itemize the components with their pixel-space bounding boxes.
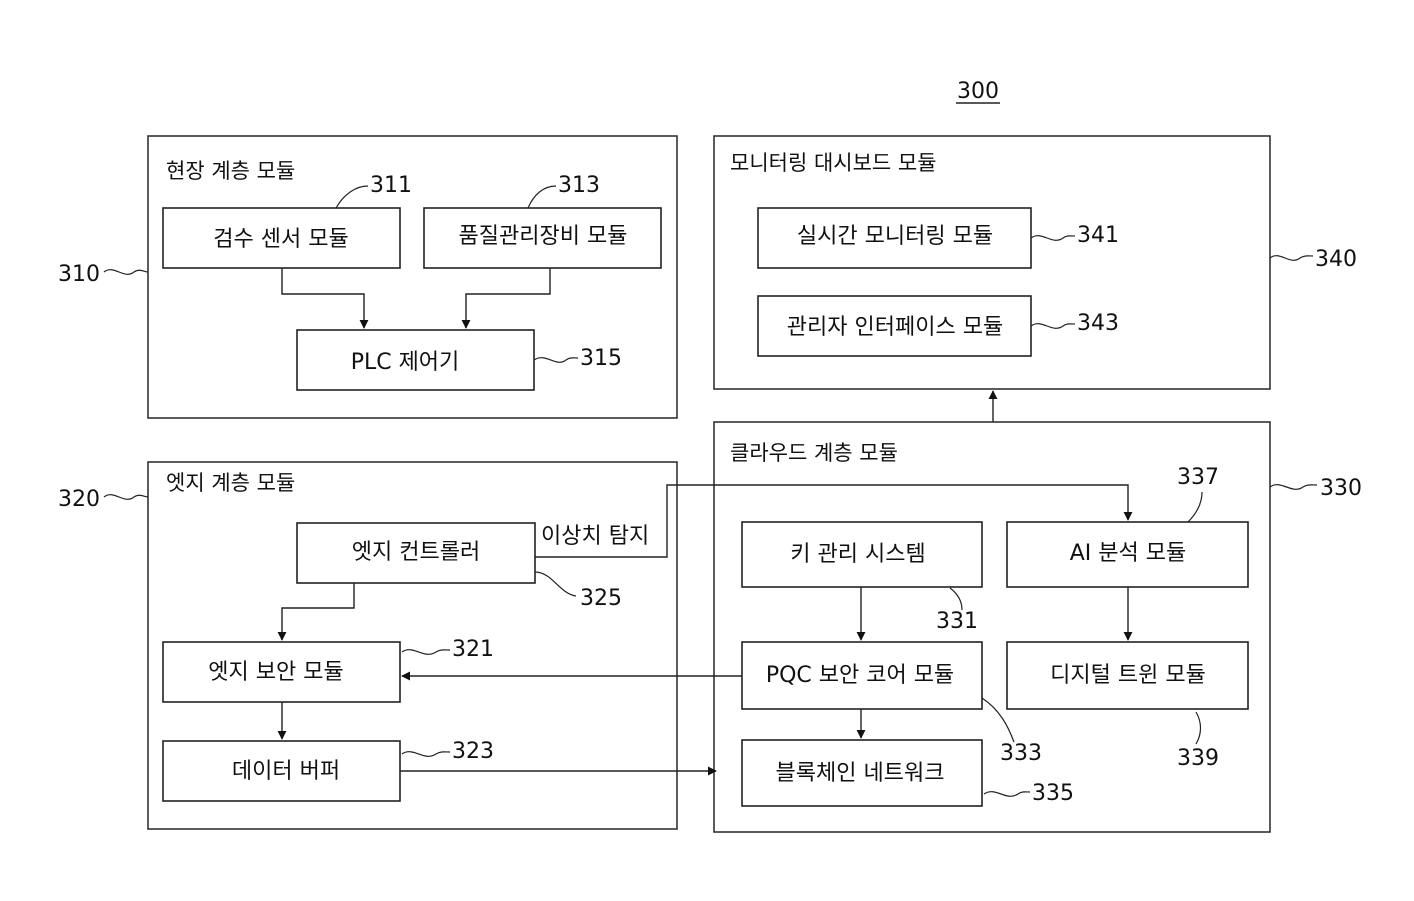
plc-controller-label: PLC 제어기	[351, 350, 460, 375]
ai-analysis-leader	[1188, 492, 1202, 522]
pqc-core-label: PQC 보안 코어 모듈	[766, 663, 954, 688]
realtime-monitoring-leader	[1031, 236, 1075, 241]
ai-analysis-ref: 337	[1177, 465, 1219, 490]
quality-equipment-leader	[528, 186, 556, 208]
dashboard-leader	[1270, 256, 1313, 261]
plc-controller-ref: 315	[580, 346, 622, 371]
digital-twin-label: 디지털 트윈 모듈	[1050, 663, 1206, 688]
cloud-layer-title: 클라우드 계층 모듈	[730, 441, 898, 465]
cloud-layer-leader	[1270, 485, 1317, 490]
pqc-core-ref: 333	[1000, 741, 1042, 766]
dashboard-ref: 340	[1315, 247, 1357, 272]
edge-layer-ref: 320	[58, 487, 100, 512]
field-layer-leader	[104, 270, 148, 275]
equipment-to-plc-arrow	[466, 268, 550, 328]
data-buffer-label: 데이터 버퍼	[232, 759, 340, 784]
edge-security-ref: 321	[452, 637, 494, 662]
admin-interface-ref: 343	[1077, 311, 1119, 336]
cloud-layer-module: 클라우드 계층 모듈 330 키 관리 시스템 331 AI 분석 모듈 337…	[714, 422, 1362, 832]
sensor-to-plc-arrow	[282, 268, 364, 328]
key-management-label: 키 관리 시스템	[790, 542, 925, 567]
edge-layer-title: 엣지 계층 모듈	[166, 471, 295, 495]
key-management-ref: 331	[936, 609, 978, 634]
admin-interface-leader	[1031, 324, 1075, 329]
key-management-leader	[950, 588, 962, 610]
digital-twin-ref: 339	[1177, 746, 1219, 771]
data-buffer-ref: 323	[452, 739, 494, 764]
digital-twin-leader	[1196, 712, 1201, 744]
anomaly-detection-label: 이상치 탐지	[541, 524, 649, 549]
blockchain-label: 블록체인 네트워크	[776, 761, 945, 786]
quality-equipment-label: 품질관리장비 모듈	[459, 224, 628, 249]
inspection-sensor-ref: 311	[370, 173, 412, 198]
field-layer-title: 현장 계층 모듈	[166, 159, 295, 183]
cloud-layer-ref: 330	[1320, 476, 1362, 501]
dashboard-title: 모니터링 대시보드 모듈	[730, 151, 937, 175]
controller-to-security-arrow	[282, 583, 354, 640]
inspection-sensor-label: 검수 센서 모듈	[213, 227, 348, 252]
edge-layer-leader	[104, 495, 148, 500]
figure-number: 300	[957, 79, 999, 104]
edge-controller-label: 엣지 컨트롤러	[352, 540, 480, 565]
admin-interface-label: 관리자 인터페이스 모듈	[787, 315, 1003, 340]
realtime-monitoring-label: 실시간 모니터링 모듈	[797, 224, 993, 249]
edge-controller-leader	[535, 572, 576, 596]
field-layer-ref: 310	[58, 262, 100, 287]
inspection-sensor-leader	[336, 186, 368, 208]
plc-controller-leader	[534, 358, 578, 363]
field-layer-module: 현장 계층 모듈 310 검수 센서 모듈 311 품질관리장비 모듈 313 …	[58, 136, 677, 418]
ai-analysis-label: AI 분석 모듈	[1070, 541, 1187, 566]
data-buffer-leader	[402, 752, 450, 757]
edge-layer-module: 엣지 계층 모듈 320 엣지 컨트롤러 325 엣지 보안 모듈 321 데이…	[58, 462, 677, 829]
realtime-monitoring-ref: 341	[1077, 223, 1119, 248]
edge-security-leader	[402, 650, 450, 655]
blockchain-ref: 335	[1032, 781, 1074, 806]
edge-controller-ref: 325	[580, 586, 622, 611]
edge-security-label: 엣지 보안 모듈	[208, 660, 343, 685]
quality-equipment-ref: 313	[558, 173, 600, 198]
blockchain-leader	[984, 792, 1030, 797]
dashboard-module: 모니터링 대시보드 모듈 340 실시간 모니터링 모듈 341 관리자 인터페…	[714, 136, 1357, 389]
